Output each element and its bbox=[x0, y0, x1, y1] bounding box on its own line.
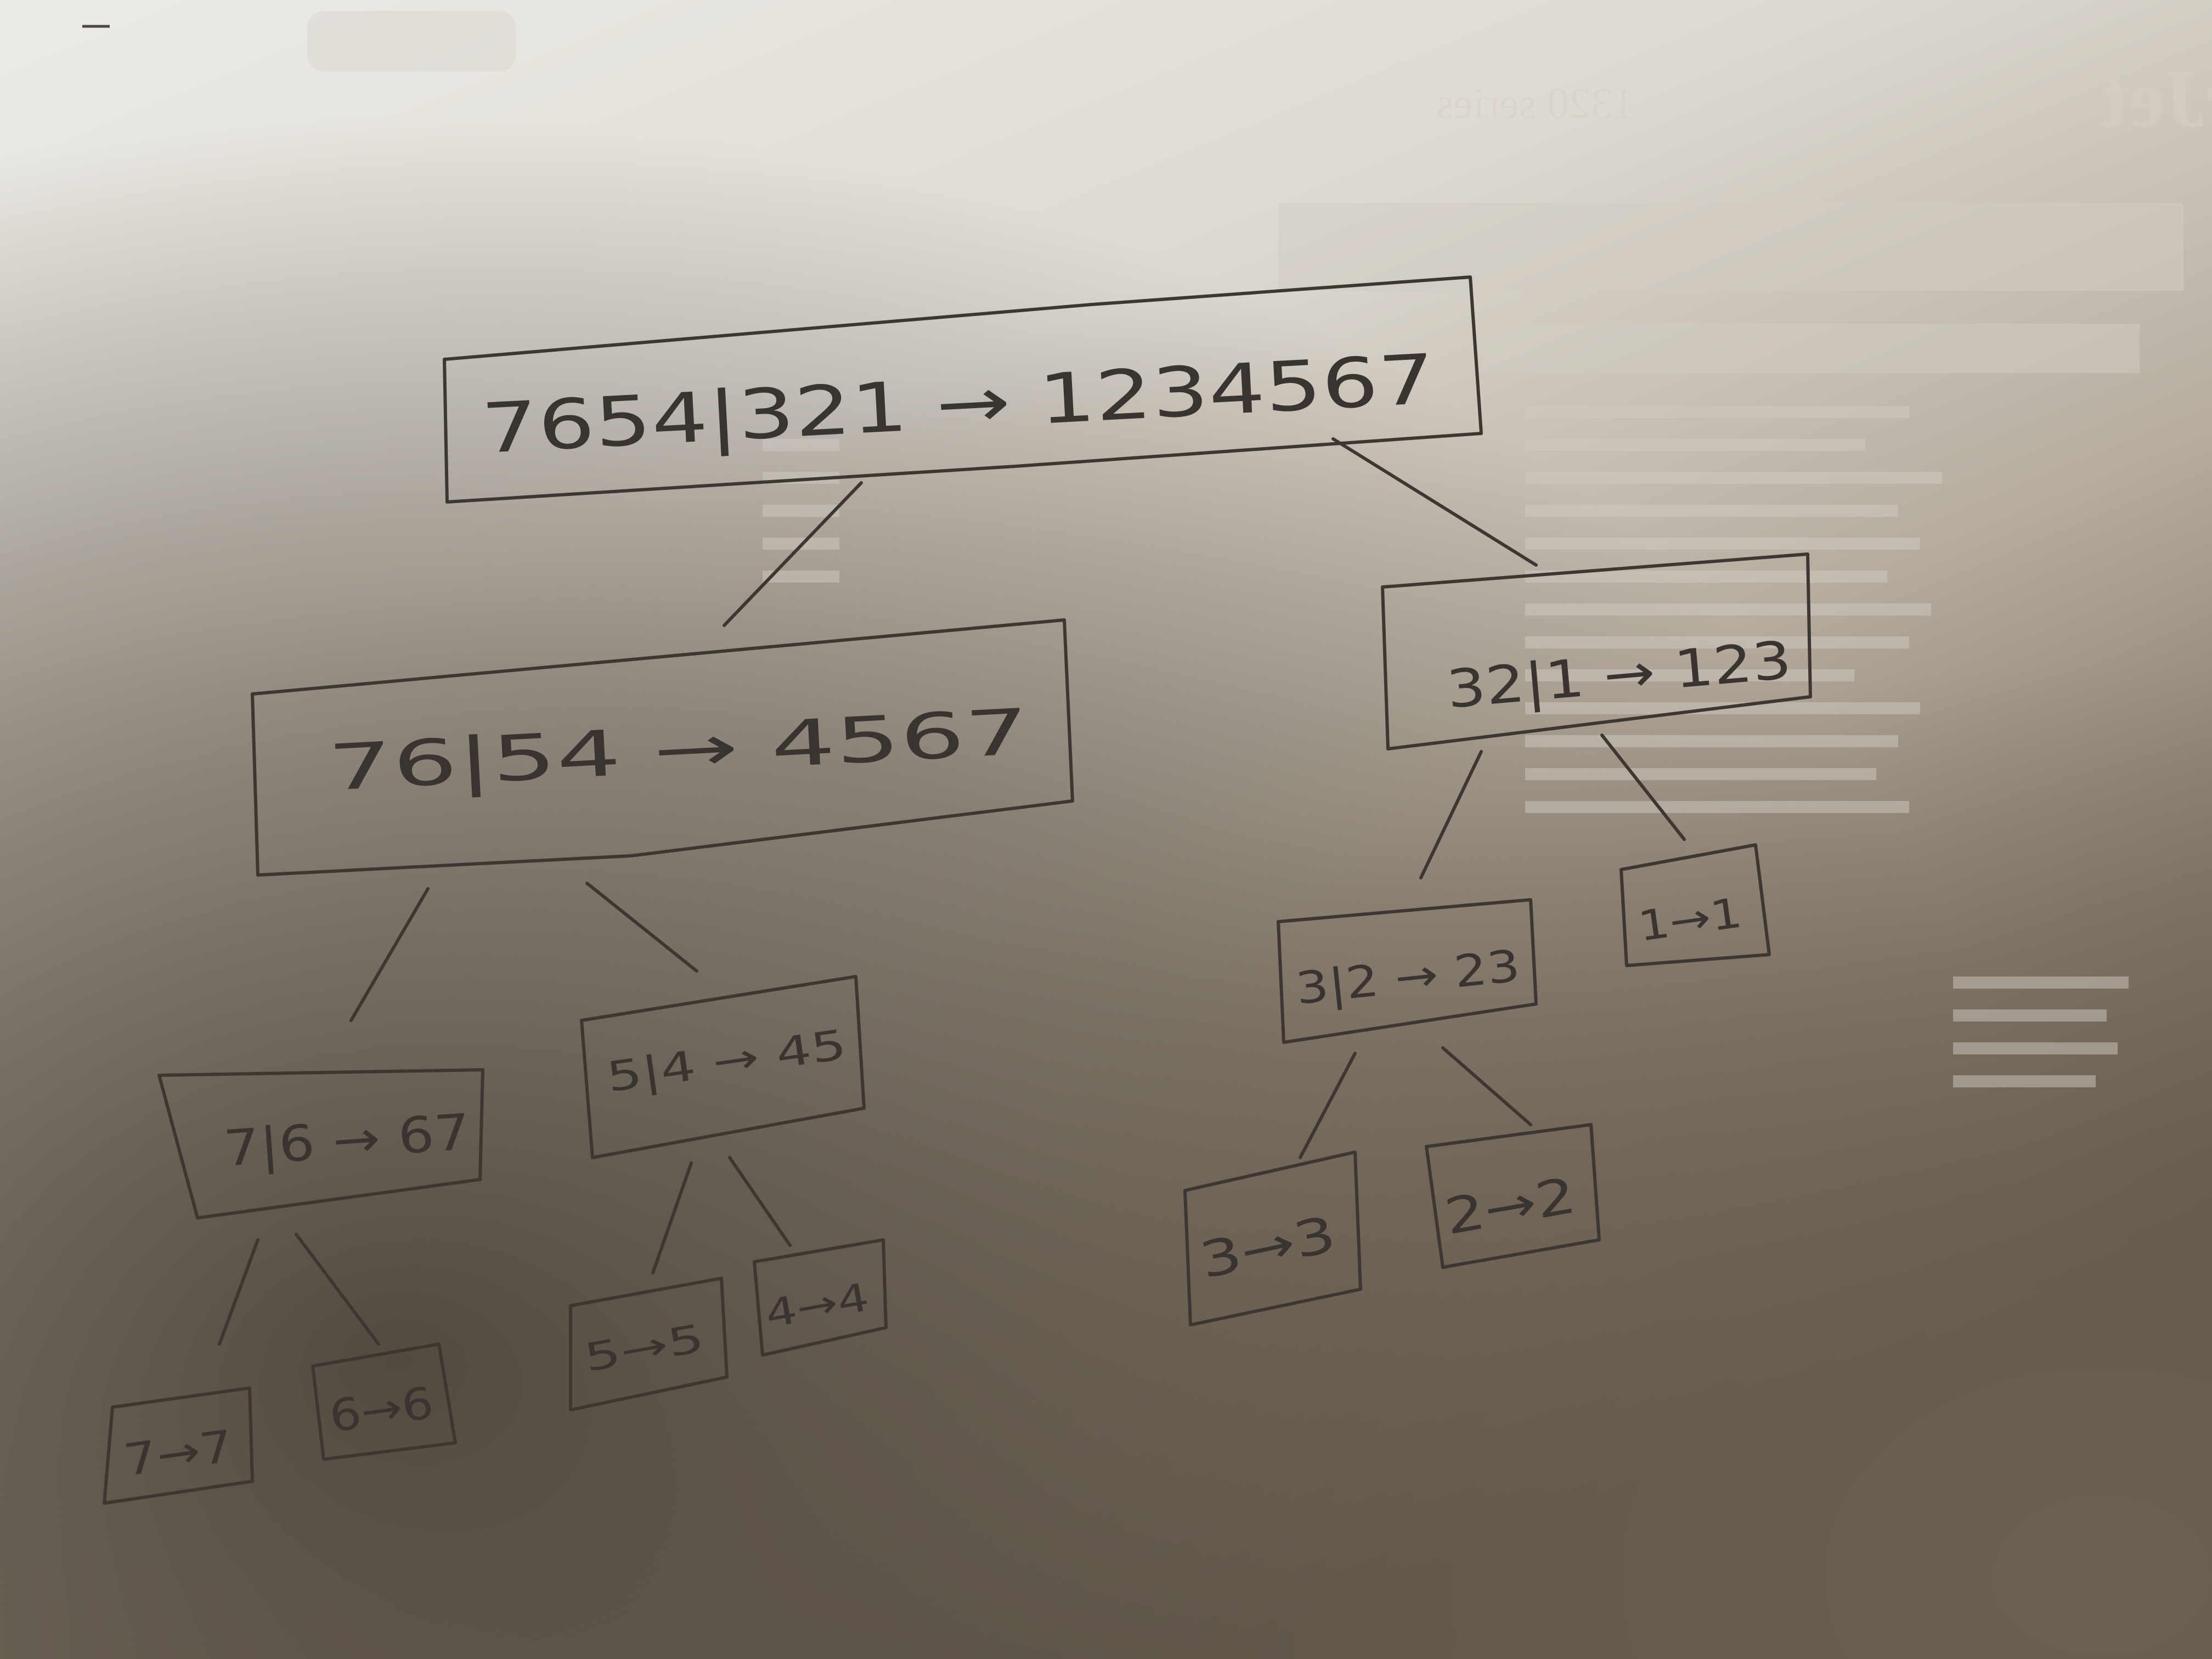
rl-box bbox=[1277, 898, 1538, 1044]
tree-boxes bbox=[103, 275, 1812, 1505]
lr-box bbox=[580, 975, 866, 1159]
lrr-box bbox=[753, 1238, 888, 1357]
edge-ll-lll bbox=[218, 1238, 259, 1346]
rr-box bbox=[1620, 843, 1771, 967]
rlr-box bbox=[1425, 1123, 1601, 1269]
edge-lr-lrl bbox=[651, 1161, 693, 1274]
left-box bbox=[251, 618, 1074, 877]
ll-box bbox=[157, 1068, 484, 1220]
edge-right-rr bbox=[1600, 733, 1686, 841]
edge-ll-llr bbox=[295, 1233, 380, 1346]
root-box bbox=[443, 275, 1483, 504]
llr-box bbox=[311, 1342, 457, 1461]
tree-edges bbox=[218, 437, 1686, 1346]
lrl-box bbox=[569, 1277, 729, 1412]
edge-left-ll bbox=[349, 887, 430, 1022]
edge-left-lr bbox=[585, 882, 698, 973]
edge-root-right bbox=[1331, 437, 1538, 567]
show-through-subtitle: 1320 series bbox=[1436, 80, 1635, 128]
edge-rl-rlr bbox=[1441, 1046, 1532, 1126]
show-through-title: hp LaserJet bbox=[2101, 53, 2212, 144]
edge-right-rl bbox=[1419, 750, 1483, 879]
right-box bbox=[1381, 552, 1812, 751]
edge-root-left bbox=[723, 481, 863, 627]
rll-box bbox=[1183, 1150, 1362, 1327]
edge-lr-lrr bbox=[728, 1156, 792, 1247]
edge-rl-rll bbox=[1299, 1052, 1357, 1159]
lll-box bbox=[103, 1386, 254, 1505]
